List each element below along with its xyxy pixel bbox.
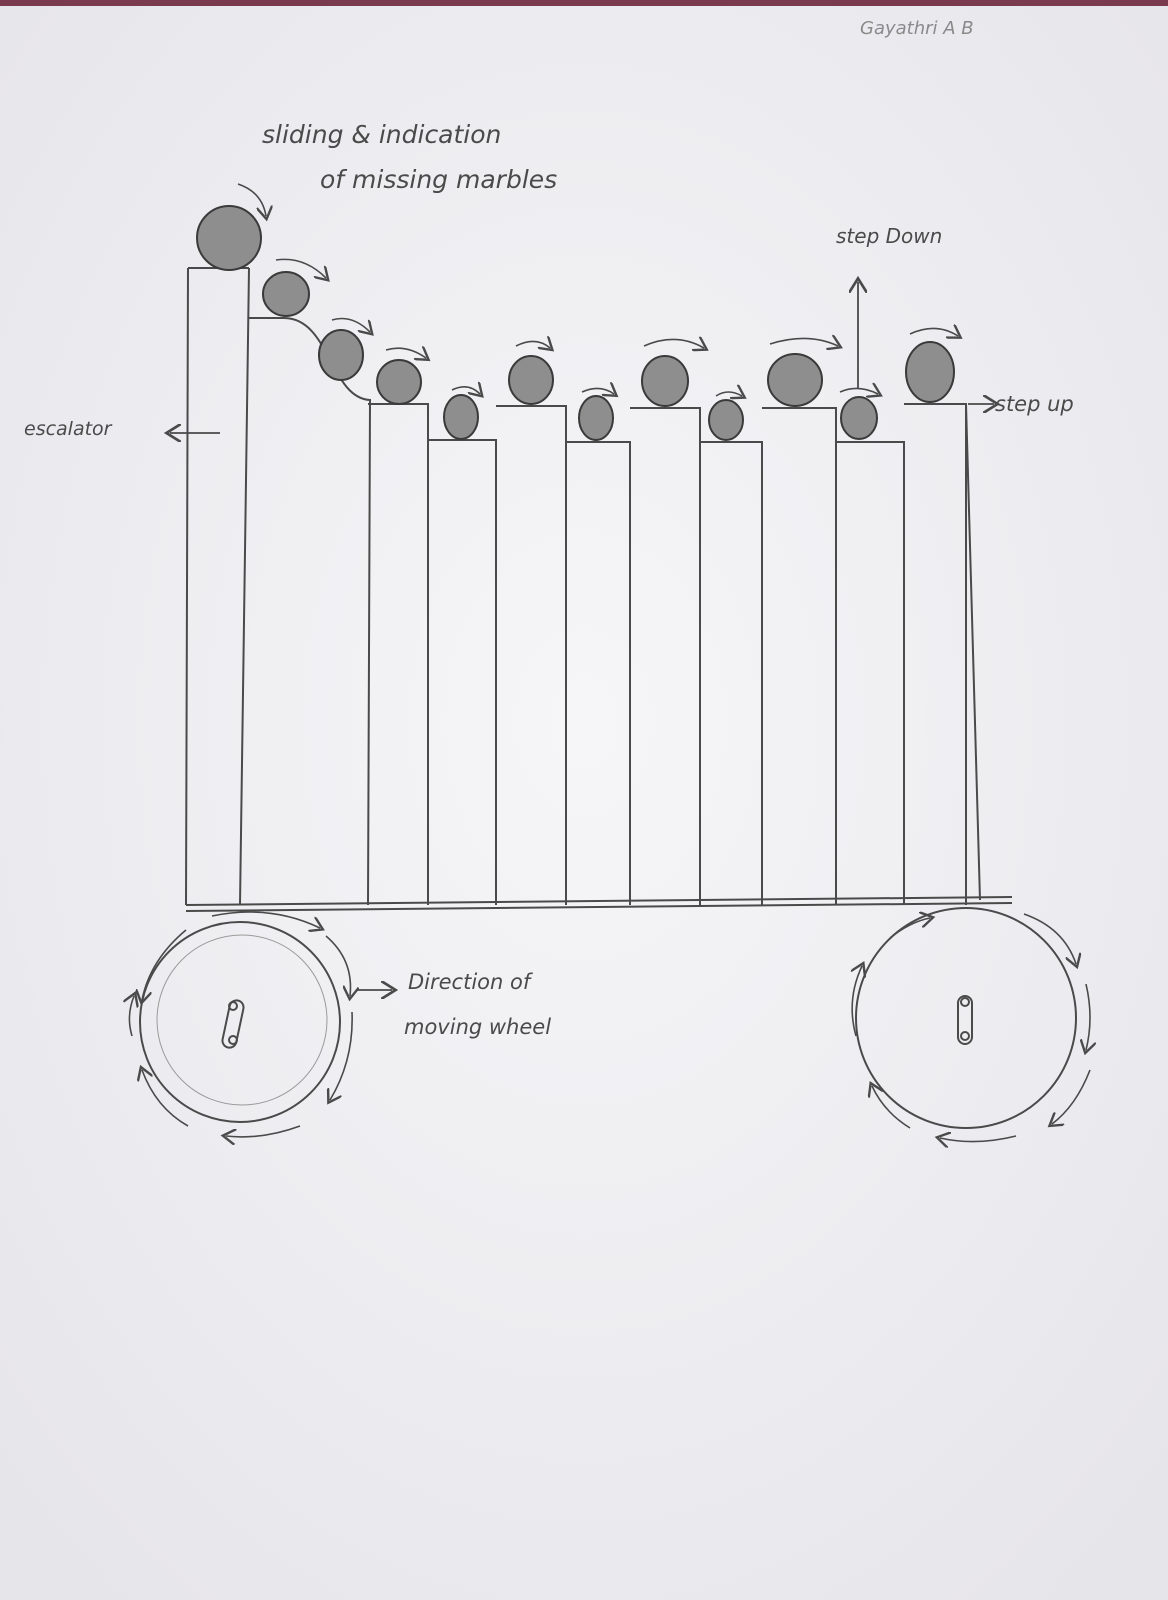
step-1: [368, 403, 429, 905]
step-8: [836, 441, 905, 905]
step-5: [630, 407, 701, 905]
marble-9: [708, 399, 744, 441]
top-edge-stripe: [0, 0, 1168, 6]
rotation-arrows: [237, 183, 958, 396]
step-down-label: step Down: [836, 224, 943, 248]
diagram-title-line-2: of missing marbles: [320, 165, 558, 194]
step-7: [762, 407, 837, 905]
marble-3: [318, 329, 364, 381]
paper-sheet: [0, 4, 1168, 1600]
marble-6: [508, 355, 554, 405]
marble-escalator: [196, 205, 262, 271]
wheel-direction-label-line-1: Direction of: [408, 970, 531, 994]
marble-4: [376, 359, 422, 405]
marble-7: [578, 395, 614, 441]
marble-10: [767, 353, 823, 407]
left-wheel: [139, 921, 341, 1123]
marble-12: [905, 341, 955, 403]
steps: [368, 403, 981, 905]
step-2: [428, 439, 497, 905]
step-6: [700, 441, 763, 905]
diagram-title-line-1: sliding & indication: [262, 120, 502, 149]
marble-11: [840, 396, 878, 440]
left-wheel-direction-arrows: [129, 911, 352, 1137]
step-4: [566, 441, 631, 905]
step-9-right-edge: [965, 403, 981, 901]
step-up-label: step up: [995, 392, 1074, 416]
marble-2: [262, 271, 310, 317]
step-3: [496, 405, 567, 905]
marble-8: [641, 355, 689, 407]
base-platform: [185, 896, 1013, 912]
left-wheel-axle: [221, 999, 245, 1049]
marble-5: [443, 394, 479, 440]
right-wheel: [855, 907, 1077, 1129]
escalator-label: escalator: [24, 418, 112, 440]
wheel-direction-label-line-2: moving wheel: [404, 1015, 552, 1039]
right-wheel-direction-arrows: [852, 914, 1090, 1142]
right-wheel-axle: [957, 995, 973, 1045]
marbles: [196, 205, 955, 441]
author-signature: Gayathri A B: [860, 18, 974, 39]
